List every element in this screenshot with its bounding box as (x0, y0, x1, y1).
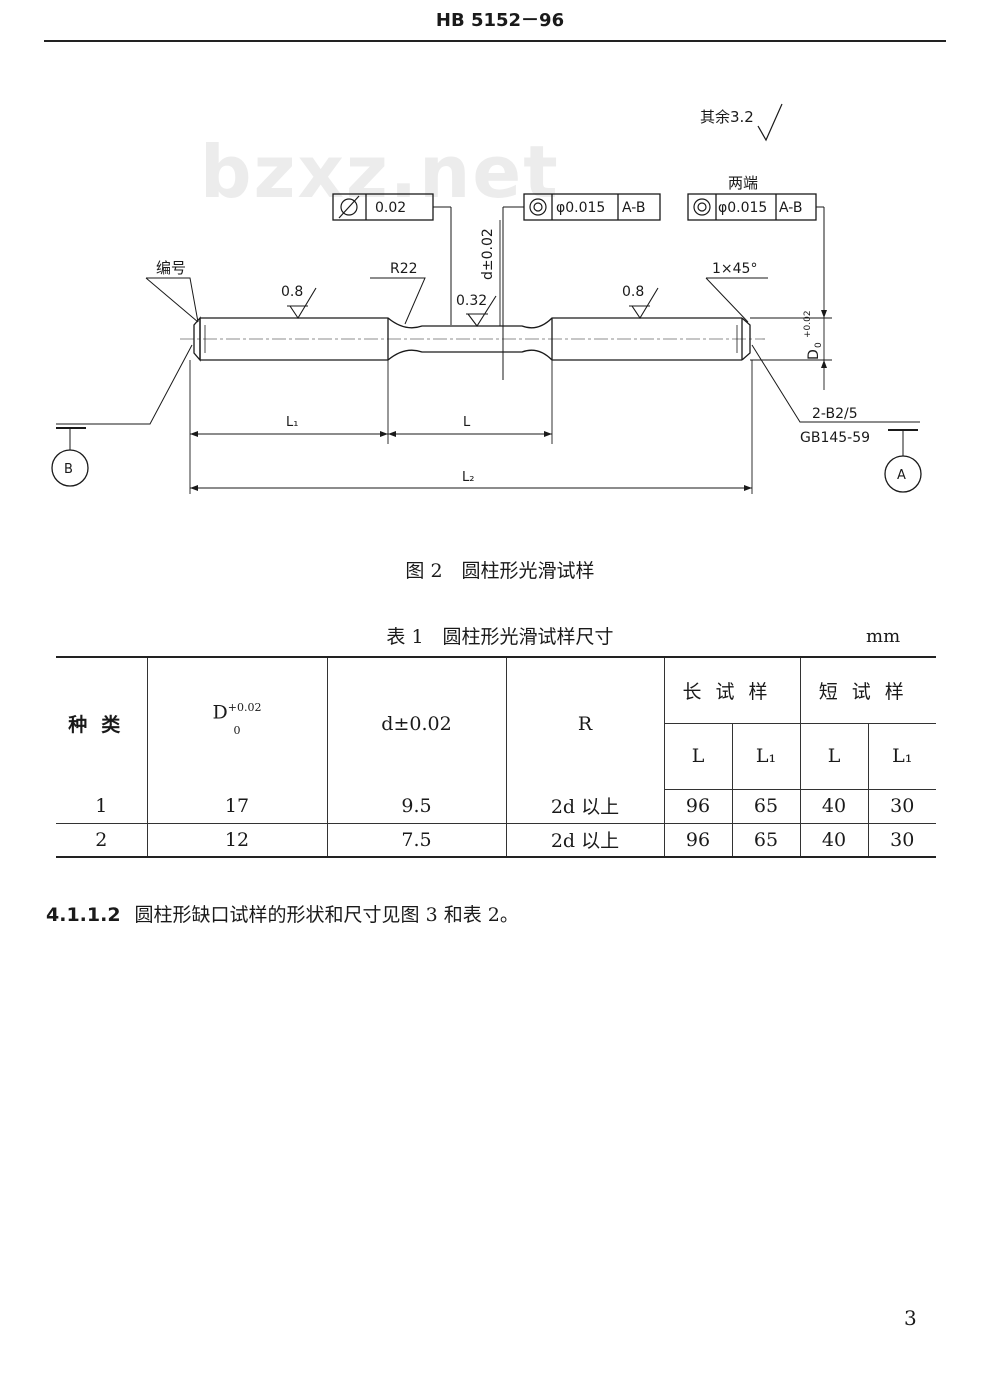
section-paragraph: 4.1.1.2 圆柱形缺口试样的形状和尺寸见图 3 和表 2。 (46, 900, 519, 927)
roughness-rest-label: 其余3.2 (700, 108, 754, 126)
diameter-D-sub: 0 (814, 342, 824, 348)
chamfer-leader (705, 277, 768, 323)
diameter-D-label: D (806, 349, 822, 360)
center-hole-leader (751, 344, 920, 423)
header-short-specimen: 短试样 (799, 656, 937, 724)
roughness-mid-symbol (467, 295, 497, 327)
roughness-mid-value: 0.32 (456, 293, 487, 309)
length-dimensions (189, 360, 753, 494)
runout2-datum: A-B (779, 200, 802, 216)
datum-B: B (51, 344, 193, 487)
cylindricity-frame: 0.02 (332, 193, 452, 325)
diameter-D-sup: +0.02 (803, 310, 813, 338)
dim-L-label: L (463, 415, 471, 430)
roughness-right-value: 0.8 (622, 284, 644, 300)
cylindricity-icon (338, 195, 360, 219)
dim-L2-label: L₂ (462, 470, 474, 485)
datum-A: A (884, 429, 922, 493)
figure-caption: 图 2 圆柱形光滑试样 (405, 560, 595, 582)
concentricity-icon (529, 198, 547, 216)
header-R: R (505, 656, 665, 789)
both-ends-label: 两端 (728, 174, 758, 192)
specimen-drawing: 其余3.2 0.02 φ0.015 A-B (51, 103, 922, 494)
center-hole-label: 2-B2/5 (812, 406, 858, 422)
table-row: 1 17 9.5 2d 以上 96 65 40 30 (56, 789, 937, 824)
watermark: bzxz.net (200, 130, 560, 214)
chamfer-label: 1×45° (712, 261, 757, 277)
runout-frame-1: φ0.015 A-B (502, 193, 661, 380)
roughness-left-symbol (289, 287, 317, 320)
header-rule (44, 40, 946, 42)
runout2-value: φ0.015 (718, 200, 767, 216)
numbering-leader (146, 277, 199, 323)
header-short-L1: L₁ (867, 723, 937, 790)
header-long-L: L (663, 723, 733, 790)
d-tolerance-label: d±0.02 (480, 228, 496, 280)
roughness-left-value: 0.8 (281, 284, 303, 300)
roughness-right-symbol (631, 287, 659, 320)
center-hole-standard: GB145-59 (800, 430, 870, 446)
concentricity-icon-2 (693, 198, 711, 216)
table-row: 2 12 7.5 2d 以上 96 65 40 30 (56, 823, 937, 858)
header-long-specimen: 长试样 (663, 656, 801, 724)
runout-frame-2: φ0.015 A-B (687, 193, 825, 300)
dim-L1-label: L₁ (286, 415, 298, 430)
header-kind: 种类 (56, 656, 148, 789)
standard-code: HB 5152－96 (435, 10, 565, 31)
radius-label: R22 (390, 261, 418, 277)
radius-leader (370, 277, 426, 325)
diameter-dimension: D +0.02 0 (750, 300, 832, 390)
header-long-L1: L₁ (731, 723, 801, 790)
table-unit: mm (866, 626, 901, 647)
cylindricity-value: 0.02 (375, 200, 406, 216)
roughness-rest-symbol (757, 103, 783, 142)
page-number: 3 (904, 1306, 917, 1330)
table-caption: 表 1 圆柱形光滑试样尺寸 (386, 626, 614, 648)
header-d: d±0.02 (326, 656, 507, 789)
section-number: 4.1.1.2 (46, 904, 121, 926)
section-text: 圆柱形缺口试样的形状和尺寸见图 3 和表 2。 (134, 904, 519, 926)
datum-B-letter: B (64, 462, 73, 477)
runout1-value: φ0.015 (556, 200, 605, 216)
numbering-label: 编号 (156, 259, 186, 277)
runout1-datum: A-B (622, 200, 645, 216)
header-short-L: L (799, 723, 869, 790)
datum-A-letter: A (897, 468, 906, 483)
